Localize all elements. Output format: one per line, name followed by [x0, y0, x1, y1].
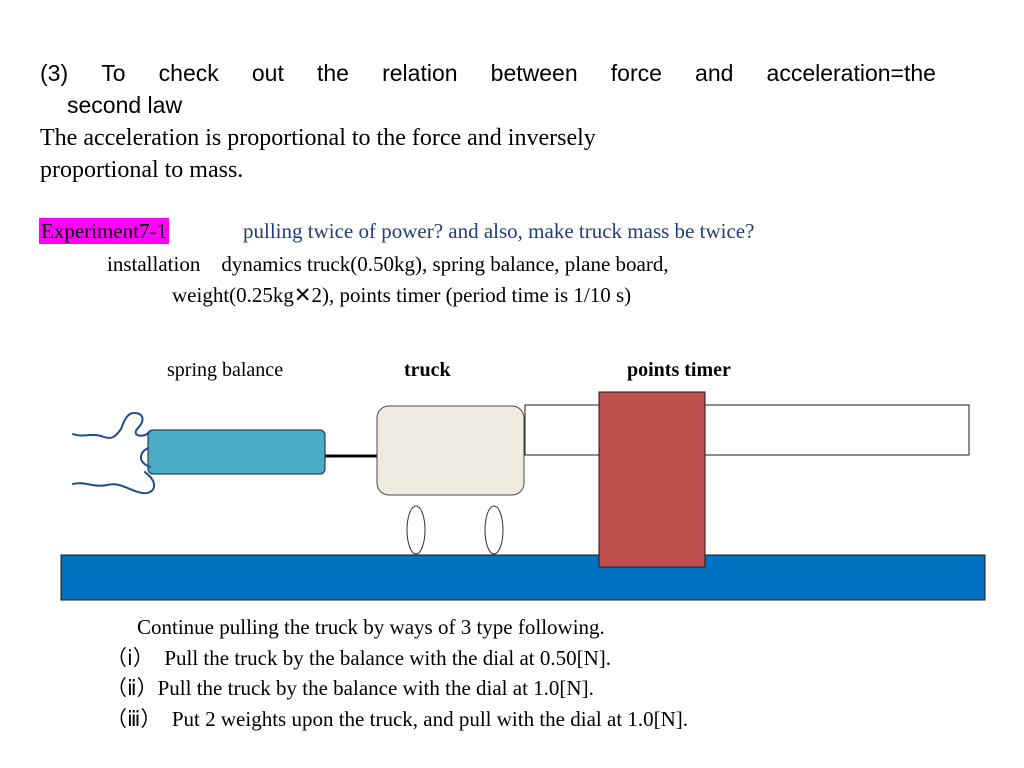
hand-icon — [72, 411, 156, 495]
truck-body — [376, 405, 525, 496]
ways-intro: Continue pulling the truck by ways of 3 … — [137, 615, 605, 639]
heading-word: out — [251, 60, 284, 86]
points-timer — [598, 391, 706, 568]
law-statement: The acceleration is proportional to the … — [40, 122, 840, 186]
heading-word: check — [158, 60, 219, 86]
experiment-question: pulling twice of power? and also, make t… — [243, 219, 755, 243]
heading-word: the — [317, 60, 349, 86]
heading-number: (3) — [40, 60, 69, 86]
truck-wheel-front — [406, 505, 426, 555]
heading-word: acceleration=the — [766, 60, 936, 86]
timer-tape — [524, 404, 970, 456]
way-item-1: （ⅰ） Pull the truck by the balance with t… — [106, 646, 612, 670]
heading-word: and — [695, 60, 734, 86]
spring-balance — [147, 429, 326, 475]
points-timer-label: points timer — [627, 359, 731, 381]
section-heading: (3) To check out the relation between force and… — [40, 57, 936, 121]
heading-word: relation — [382, 60, 458, 86]
truck-wheel-rear — [484, 505, 504, 555]
heading-line-2: second law — [67, 92, 183, 118]
experiment-tag: Experiment7-1 — [39, 218, 169, 244]
way-item-3: （ⅲ） Put 2 weights upon the truck, and pu… — [106, 707, 689, 731]
heading-word: between — [490, 60, 578, 86]
heading-word: To — [101, 60, 126, 86]
heading-word: force — [610, 60, 662, 86]
law-line-2: proportional to mass. — [40, 157, 244, 183]
spring-balance-label: spring balance — [167, 359, 284, 381]
way-item-2: （ⅱ）Pull the truck by the balance with th… — [106, 676, 594, 700]
installation-line-1: installation dynamics truck(0.50kg), spr… — [107, 252, 669, 276]
truck-label: truck — [404, 359, 451, 381]
law-line-1: The acceleration is proportional to the … — [40, 125, 596, 151]
installation-line-2: weight(0.25kg✕2), points timer (period t… — [172, 283, 632, 307]
heading-line-1: (3) To check out the relation between force and… — [40, 57, 936, 89]
plane-board — [60, 554, 986, 601]
